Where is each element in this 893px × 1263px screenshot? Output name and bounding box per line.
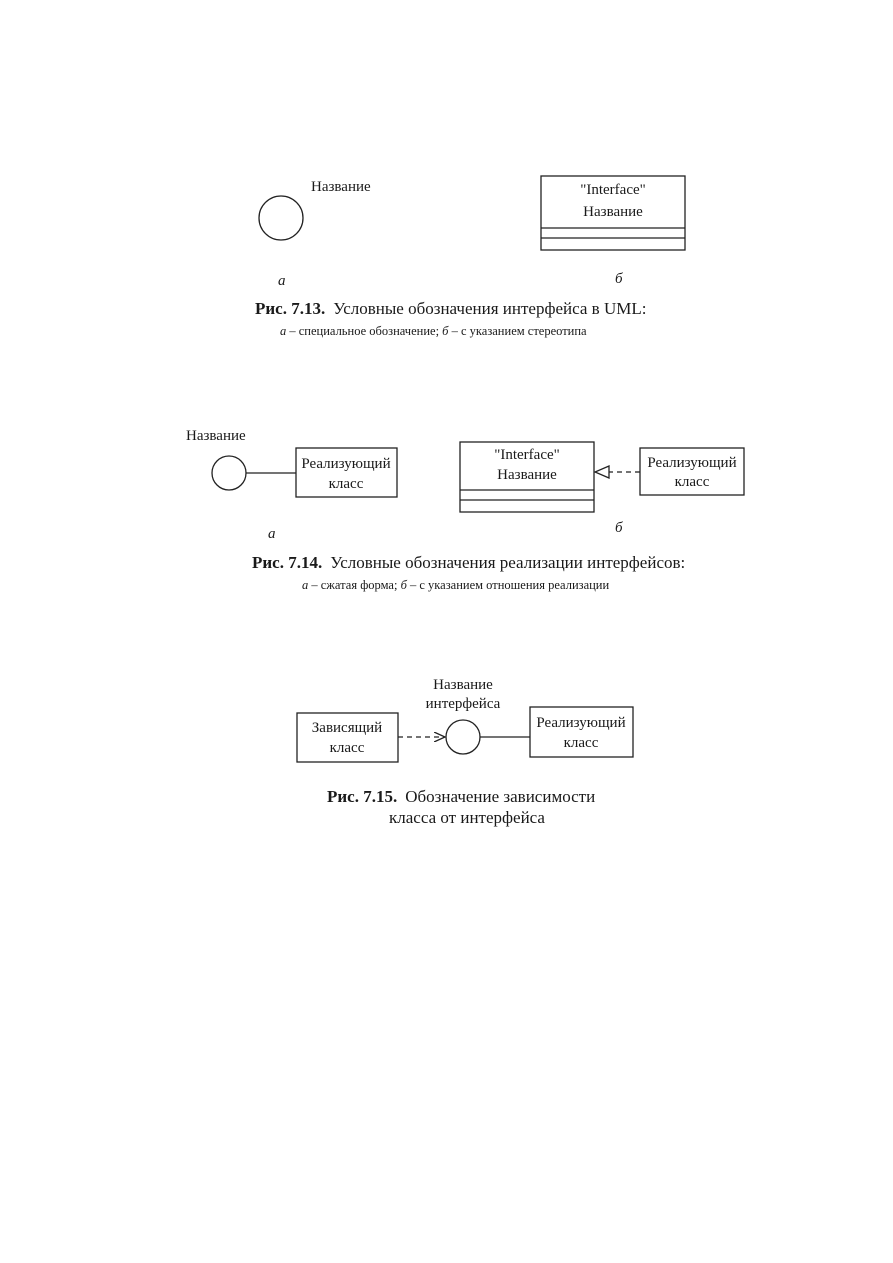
figure-7-15: Зависящий класс Название интерфейса Реал… <box>296 677 634 827</box>
interface-class-box: "Interface" Название <box>459 441 595 513</box>
figure-note: а – сжатая форма; б – с указанием отноше… <box>302 578 609 592</box>
svg-text:класс: класс <box>564 735 599 751</box>
figure-note: а – специальное обозначение; б – с указа… <box>280 324 587 338</box>
stereotype-label: "Interface" <box>494 447 560 463</box>
figure-7-13: Название "Interface" Название а б Рис. 7… <box>255 175 686 338</box>
figure-7-14: Название Реализующий класс "Interface" Н… <box>186 428 745 592</box>
sublabel-b: б <box>615 271 623 287</box>
box-name-label: Название <box>583 204 643 220</box>
sublabel-a: а <box>278 273 286 289</box>
interface-class-box: "Interface" Название <box>540 175 686 251</box>
sublabel-a: а <box>268 526 276 542</box>
implementing-class-box-2: Реализующий класс <box>639 447 745 496</box>
figure-caption: Рис. 7.13. Условные обозначения интерфей… <box>255 299 646 318</box>
figure-caption: Рис. 7.14. Условные обозначения реализац… <box>252 553 685 572</box>
interface-circle <box>258 195 304 241</box>
figure-caption-line2: класса от интерфейса <box>389 808 545 827</box>
implementing-class-box: Реализующий класс <box>529 706 634 758</box>
interface-name-label: Название <box>311 179 371 195</box>
svg-text:Зависящий: Зависящий <box>312 720 382 736</box>
interface-circle <box>211 455 247 491</box>
svg-text:Реализующий: Реализующий <box>301 456 390 472</box>
figure-caption: Рис. 7.15. Обозначение зависимости <box>327 787 595 806</box>
svg-text:класс: класс <box>329 476 364 492</box>
sublabel-b: б <box>615 520 623 536</box>
svg-text:Реализующий: Реализующий <box>536 715 625 731</box>
interface-circle <box>445 719 481 755</box>
interface-name-label: Название <box>186 428 246 444</box>
svg-text:класс: класс <box>330 740 365 756</box>
interface-name-label: Название <box>433 677 493 693</box>
box-name-label: Название <box>497 467 557 483</box>
svg-text:Реализующий: Реализующий <box>647 455 736 471</box>
stereotype-label: "Interface" <box>580 182 646 198</box>
svg-text:класс: класс <box>675 474 710 490</box>
interface-name-label-2: интерфейса <box>426 696 501 712</box>
dependent-class-box: Зависящий класс <box>296 712 399 763</box>
implementing-class-box: Реализующий класс <box>295 447 398 498</box>
